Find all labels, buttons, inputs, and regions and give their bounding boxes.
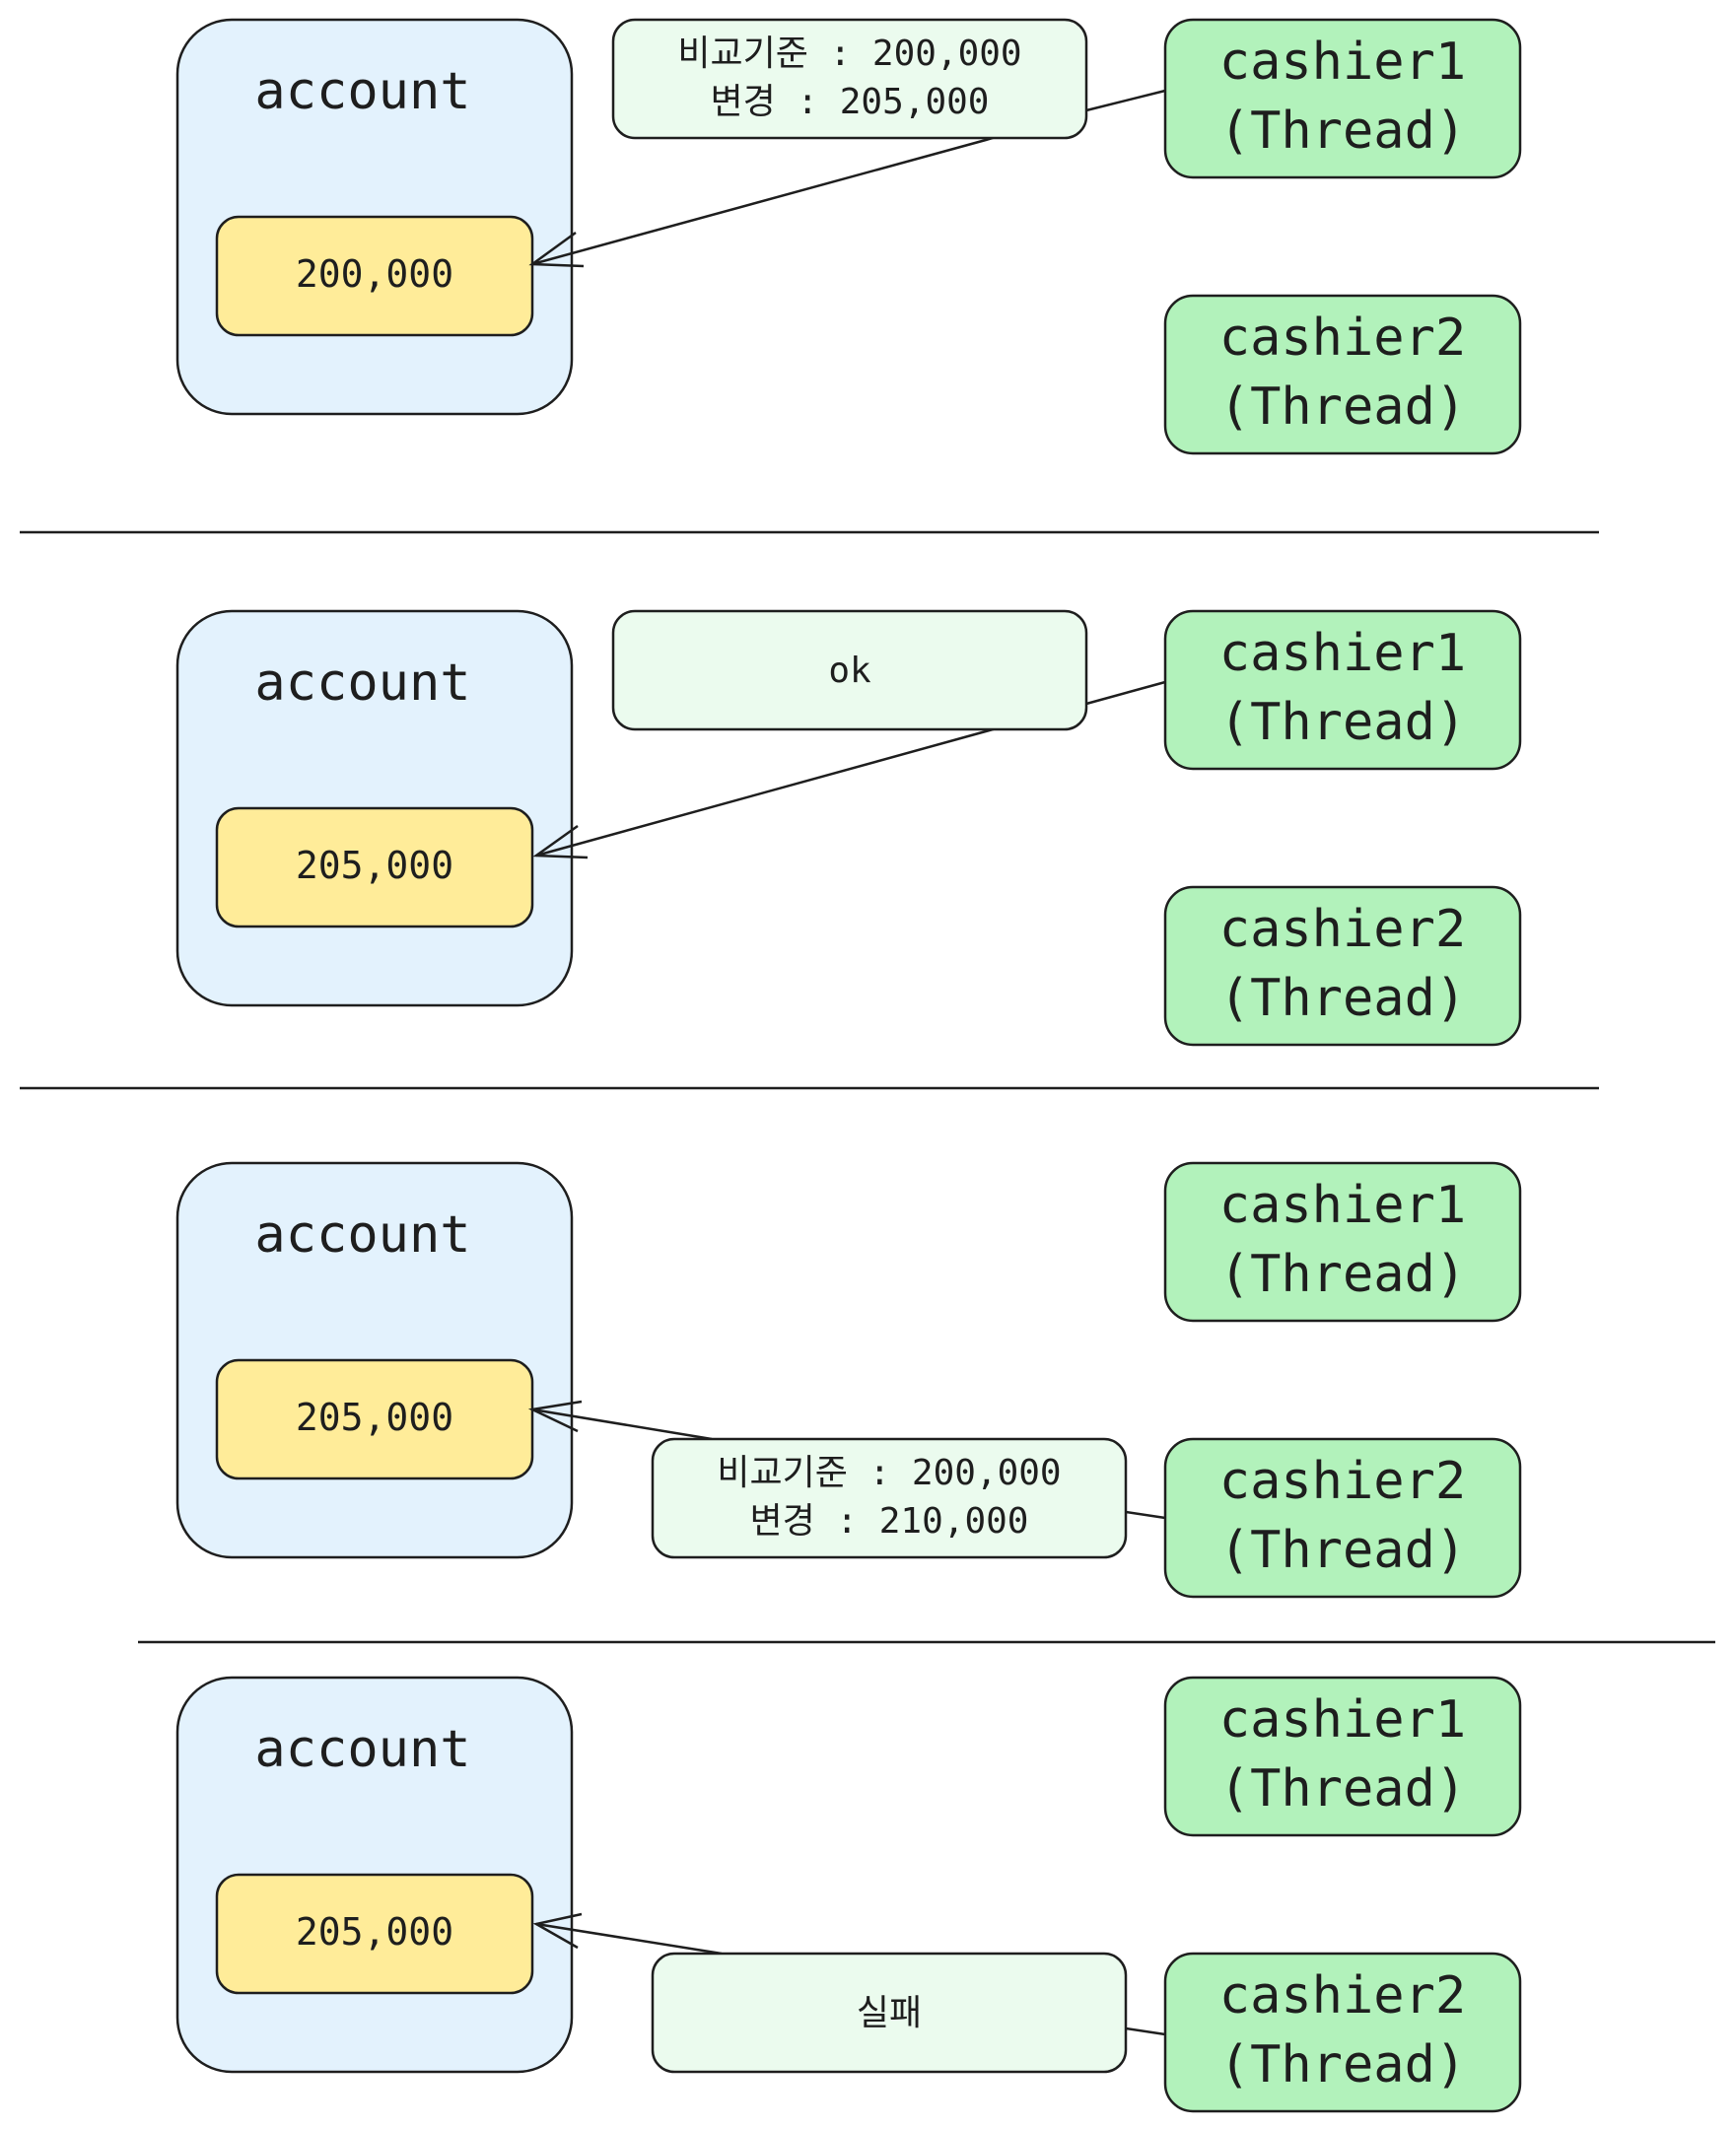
cashier1-label: cashier1 [1219,33,1466,92]
arrow-head [532,824,589,859]
value-text: 205,000 [296,1396,453,1439]
cashier1-label: cashier1 [1219,624,1466,683]
value-text: 205,000 [296,1910,453,1954]
cashier2-label: cashier2 [1219,1452,1466,1511]
cas-note-result: ok [828,651,871,691]
value-box [215,806,534,928]
cashier2-box [1163,1952,1522,2113]
cashier2-thread-label: (Thread) [1219,969,1466,1028]
cashier1-box [1163,18,1522,179]
cas-note-change: 변경 : 205,000 [711,82,990,122]
value-text: 205,000 [296,844,453,887]
cas-note-box [611,609,1088,731]
cas-arrow [1125,2026,1166,2036]
arrow-head [532,1912,583,1950]
panel-4: account 205,000 cashier1 (Thread) cashie… [175,1676,1522,2113]
cashier1-thread-label: (Thread) [1219,1245,1466,1304]
cashier1-box [1163,1161,1522,1323]
value-box [215,1358,534,1480]
cas-arrow [535,1922,723,1956]
arrow-head [528,231,585,268]
cas-note-box [651,1952,1128,2074]
cashier1-thread-label: (Thread) [1219,1759,1466,1819]
cashier1-thread-label: (Thread) [1219,693,1466,752]
account-label: account [254,653,470,713]
account-label: account [254,1720,470,1779]
cas-note-compare: 비교기준 : 200,000 [717,1453,1061,1493]
panel-1: account 200,000 cashier1 (Thread) cashie… [175,18,1522,455]
cashier1-box [1163,609,1522,771]
cashier2-thread-label: (Thread) [1219,378,1466,437]
cas-arrow [531,1408,713,1441]
value-box [215,1873,534,1995]
cas-note-change: 변경 : 210,000 [750,1501,1029,1542]
cashier2-label: cashier2 [1219,900,1466,959]
value-box [215,215,534,337]
cashier2-box [1163,294,1522,455]
cashier2-label: cashier2 [1219,309,1466,368]
cashier1-label: cashier1 [1219,1690,1466,1750]
cas-note-compare: 비교기준 : 200,000 [677,34,1021,74]
panel-3: account 205,000 cashier1 (Thread) cashie… [175,1161,1522,1599]
account-label: account [254,1205,470,1265]
panel-2: account 205,000 cashier1 (Thread) cashie… [175,609,1522,1047]
account-label: account [254,62,470,121]
cas-note-result: 실패 [857,1993,922,2033]
cashier2-box [1163,885,1522,1047]
value-text: 200,000 [296,252,453,296]
cashier1-label: cashier1 [1219,1176,1466,1235]
cas-arrow [1125,1510,1166,1520]
cashier2-thread-label: (Thread) [1219,2035,1466,2095]
cashier1-thread-label: (Thread) [1219,102,1466,161]
cas-note-box [611,18,1088,140]
cashier1-box [1163,1676,1522,1837]
cashier2-label: cashier2 [1219,1966,1466,2026]
cas-note-box [651,1437,1128,1559]
arrow-head [527,1400,583,1433]
cashier2-thread-label: (Thread) [1219,1521,1466,1580]
